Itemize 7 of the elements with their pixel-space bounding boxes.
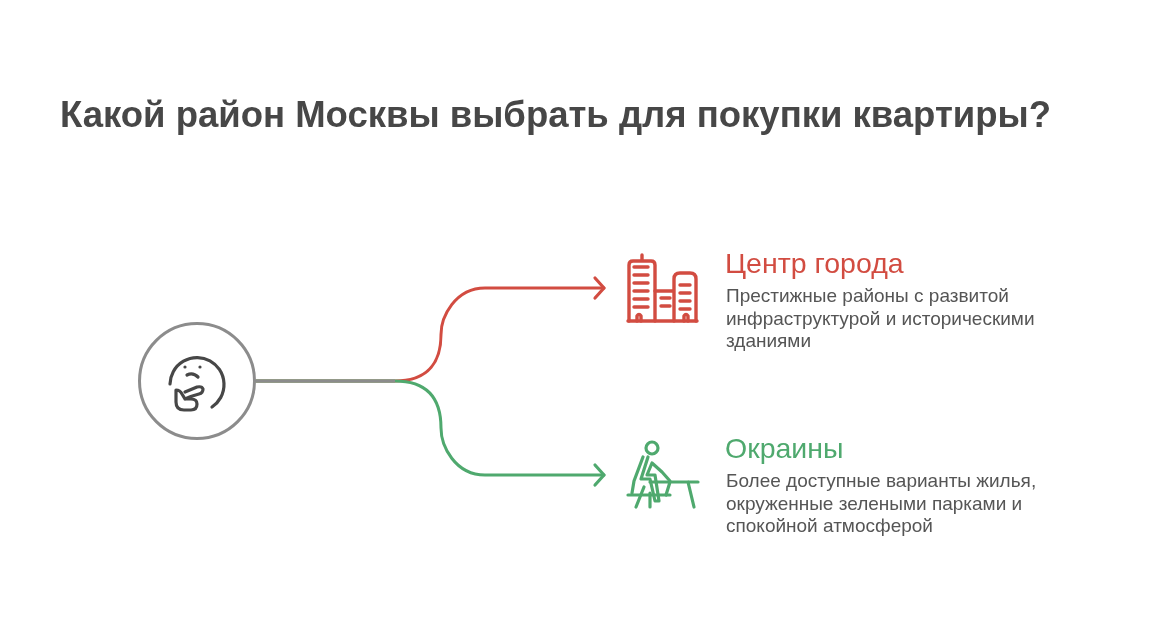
connector-line [256,379,395,383]
diagram-title: Какой район Москвы выбрать для покупки квартиры? [60,94,1051,136]
circle-node [138,322,256,440]
option-heading: Центр города [725,246,904,280]
option-description: Престижные районы с развитой инфраструктурой и историческими зданиями [726,285,1036,353]
option-heading: Окраины [725,431,844,465]
option-description: Более доступные варианты жилья, окруженные зелеными парками и спокойной атмосферой [726,470,1038,538]
